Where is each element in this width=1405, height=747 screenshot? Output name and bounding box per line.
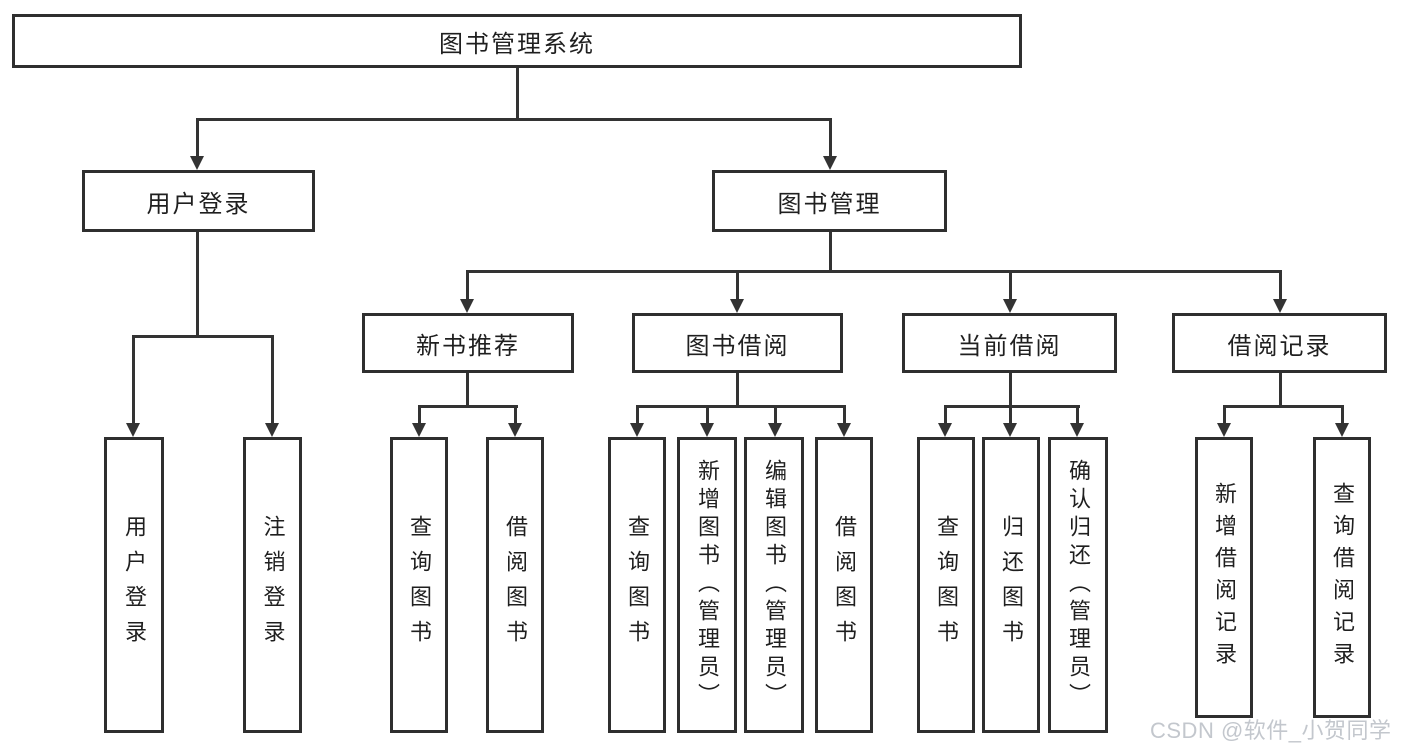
- connector-stem: [706, 405, 709, 423]
- connector-stem: [196, 118, 199, 156]
- arrowhead-leaf: [1217, 423, 1231, 437]
- arrowhead-leaf: [768, 423, 782, 437]
- connector-stem: [636, 405, 639, 423]
- connector-stem: [514, 405, 517, 423]
- leaf-return-books: 归还图书: [982, 437, 1040, 733]
- connector-level3-bus: [466, 270, 1282, 273]
- arrowhead-book-borrow: [730, 299, 744, 313]
- node-user-login: 用户登录: [82, 170, 315, 232]
- connector-stem: [1009, 270, 1012, 299]
- connector-group-bus: [944, 405, 1080, 408]
- arrowhead-user-login: [190, 156, 204, 170]
- arrowhead-leaf: [837, 423, 851, 437]
- connector-stem: [843, 405, 846, 423]
- node-root: 图书管理系统: [12, 14, 1022, 68]
- leaf-user-login: 用户登录: [104, 437, 164, 733]
- connector-stem: [132, 335, 135, 423]
- connector-stem: [944, 405, 947, 423]
- connector-group-stem: [1279, 373, 1282, 405]
- arrowhead-leaf: [1003, 423, 1017, 437]
- arrowhead-leaf: [630, 423, 644, 437]
- arrowhead-borrow-records: [1273, 299, 1287, 313]
- arrowhead-leaf: [412, 423, 426, 437]
- connector-group-bus: [1223, 405, 1344, 408]
- leaf-edit-books-admin: 编辑图书（管理员）: [744, 437, 804, 733]
- connector-user-login-stem: [196, 232, 199, 335]
- connector-stem: [1279, 270, 1282, 299]
- arrowhead-leaf-logout: [265, 423, 279, 437]
- node-book-management: 图书管理: [712, 170, 947, 232]
- connector-stem: [466, 270, 469, 299]
- leaf-query-books-borrow: 查询图书: [608, 437, 666, 733]
- leaf-borrow-books-recommend: 借阅图书: [486, 437, 544, 733]
- arrowhead-current-borrow: [1003, 299, 1017, 313]
- arrowhead-book-management: [823, 156, 837, 170]
- csdn-watermark: CSDN @软件_小贺同学: [1150, 718, 1392, 743]
- connector-group-stem: [1009, 373, 1012, 405]
- connector-group-stem: [466, 373, 469, 405]
- arrowhead-leaf: [1335, 423, 1349, 437]
- arrowhead-leaf: [508, 423, 522, 437]
- leaf-add-books-admin: 新增图书（管理员）: [677, 437, 737, 733]
- node-book-borrow: 图书借阅: [632, 313, 843, 373]
- connector-stem: [736, 270, 739, 299]
- connector-stem: [1009, 405, 1012, 423]
- arrowhead-leaf-user-login: [126, 423, 140, 437]
- connector-stem: [418, 405, 421, 423]
- node-borrow-records: 借阅记录: [1172, 313, 1387, 373]
- leaf-borrow-books: 借阅图书: [815, 437, 873, 733]
- connector-level2-bus: [196, 118, 832, 121]
- connector-root-stem: [516, 68, 519, 118]
- connector-stem: [1076, 405, 1079, 423]
- arrowhead-new-book-recommend: [460, 299, 474, 313]
- connector-stem: [774, 405, 777, 423]
- leaf-add-borrow-record: 新增借阅记录: [1195, 437, 1253, 718]
- connector-stem: [1223, 405, 1226, 423]
- connector-book-mgmt-stem: [829, 232, 832, 272]
- leaf-query-borrow-record: 查询借阅记录: [1313, 437, 1371, 718]
- node-new-book-recommend: 新书推荐: [362, 313, 574, 373]
- leaf-confirm-return-admin: 确认归还（管理员）: [1048, 437, 1108, 733]
- arrowhead-leaf: [938, 423, 952, 437]
- connector-group-bus: [418, 405, 518, 408]
- connector-stem: [271, 335, 274, 423]
- arrowhead-leaf: [1070, 423, 1084, 437]
- node-current-borrow: 当前借阅: [902, 313, 1117, 373]
- leaf-query-books-current: 查询图书: [917, 437, 975, 733]
- connector-group-stem: [736, 373, 739, 405]
- connector-group-bus: [636, 405, 846, 408]
- connector-stem: [1341, 405, 1344, 423]
- leaf-query-books-recommend: 查询图书: [390, 437, 448, 733]
- connector-stem: [829, 118, 832, 156]
- leaf-logout: 注销登录: [243, 437, 302, 733]
- arrowhead-leaf: [700, 423, 714, 437]
- connector-user-login-bus: [132, 335, 274, 338]
